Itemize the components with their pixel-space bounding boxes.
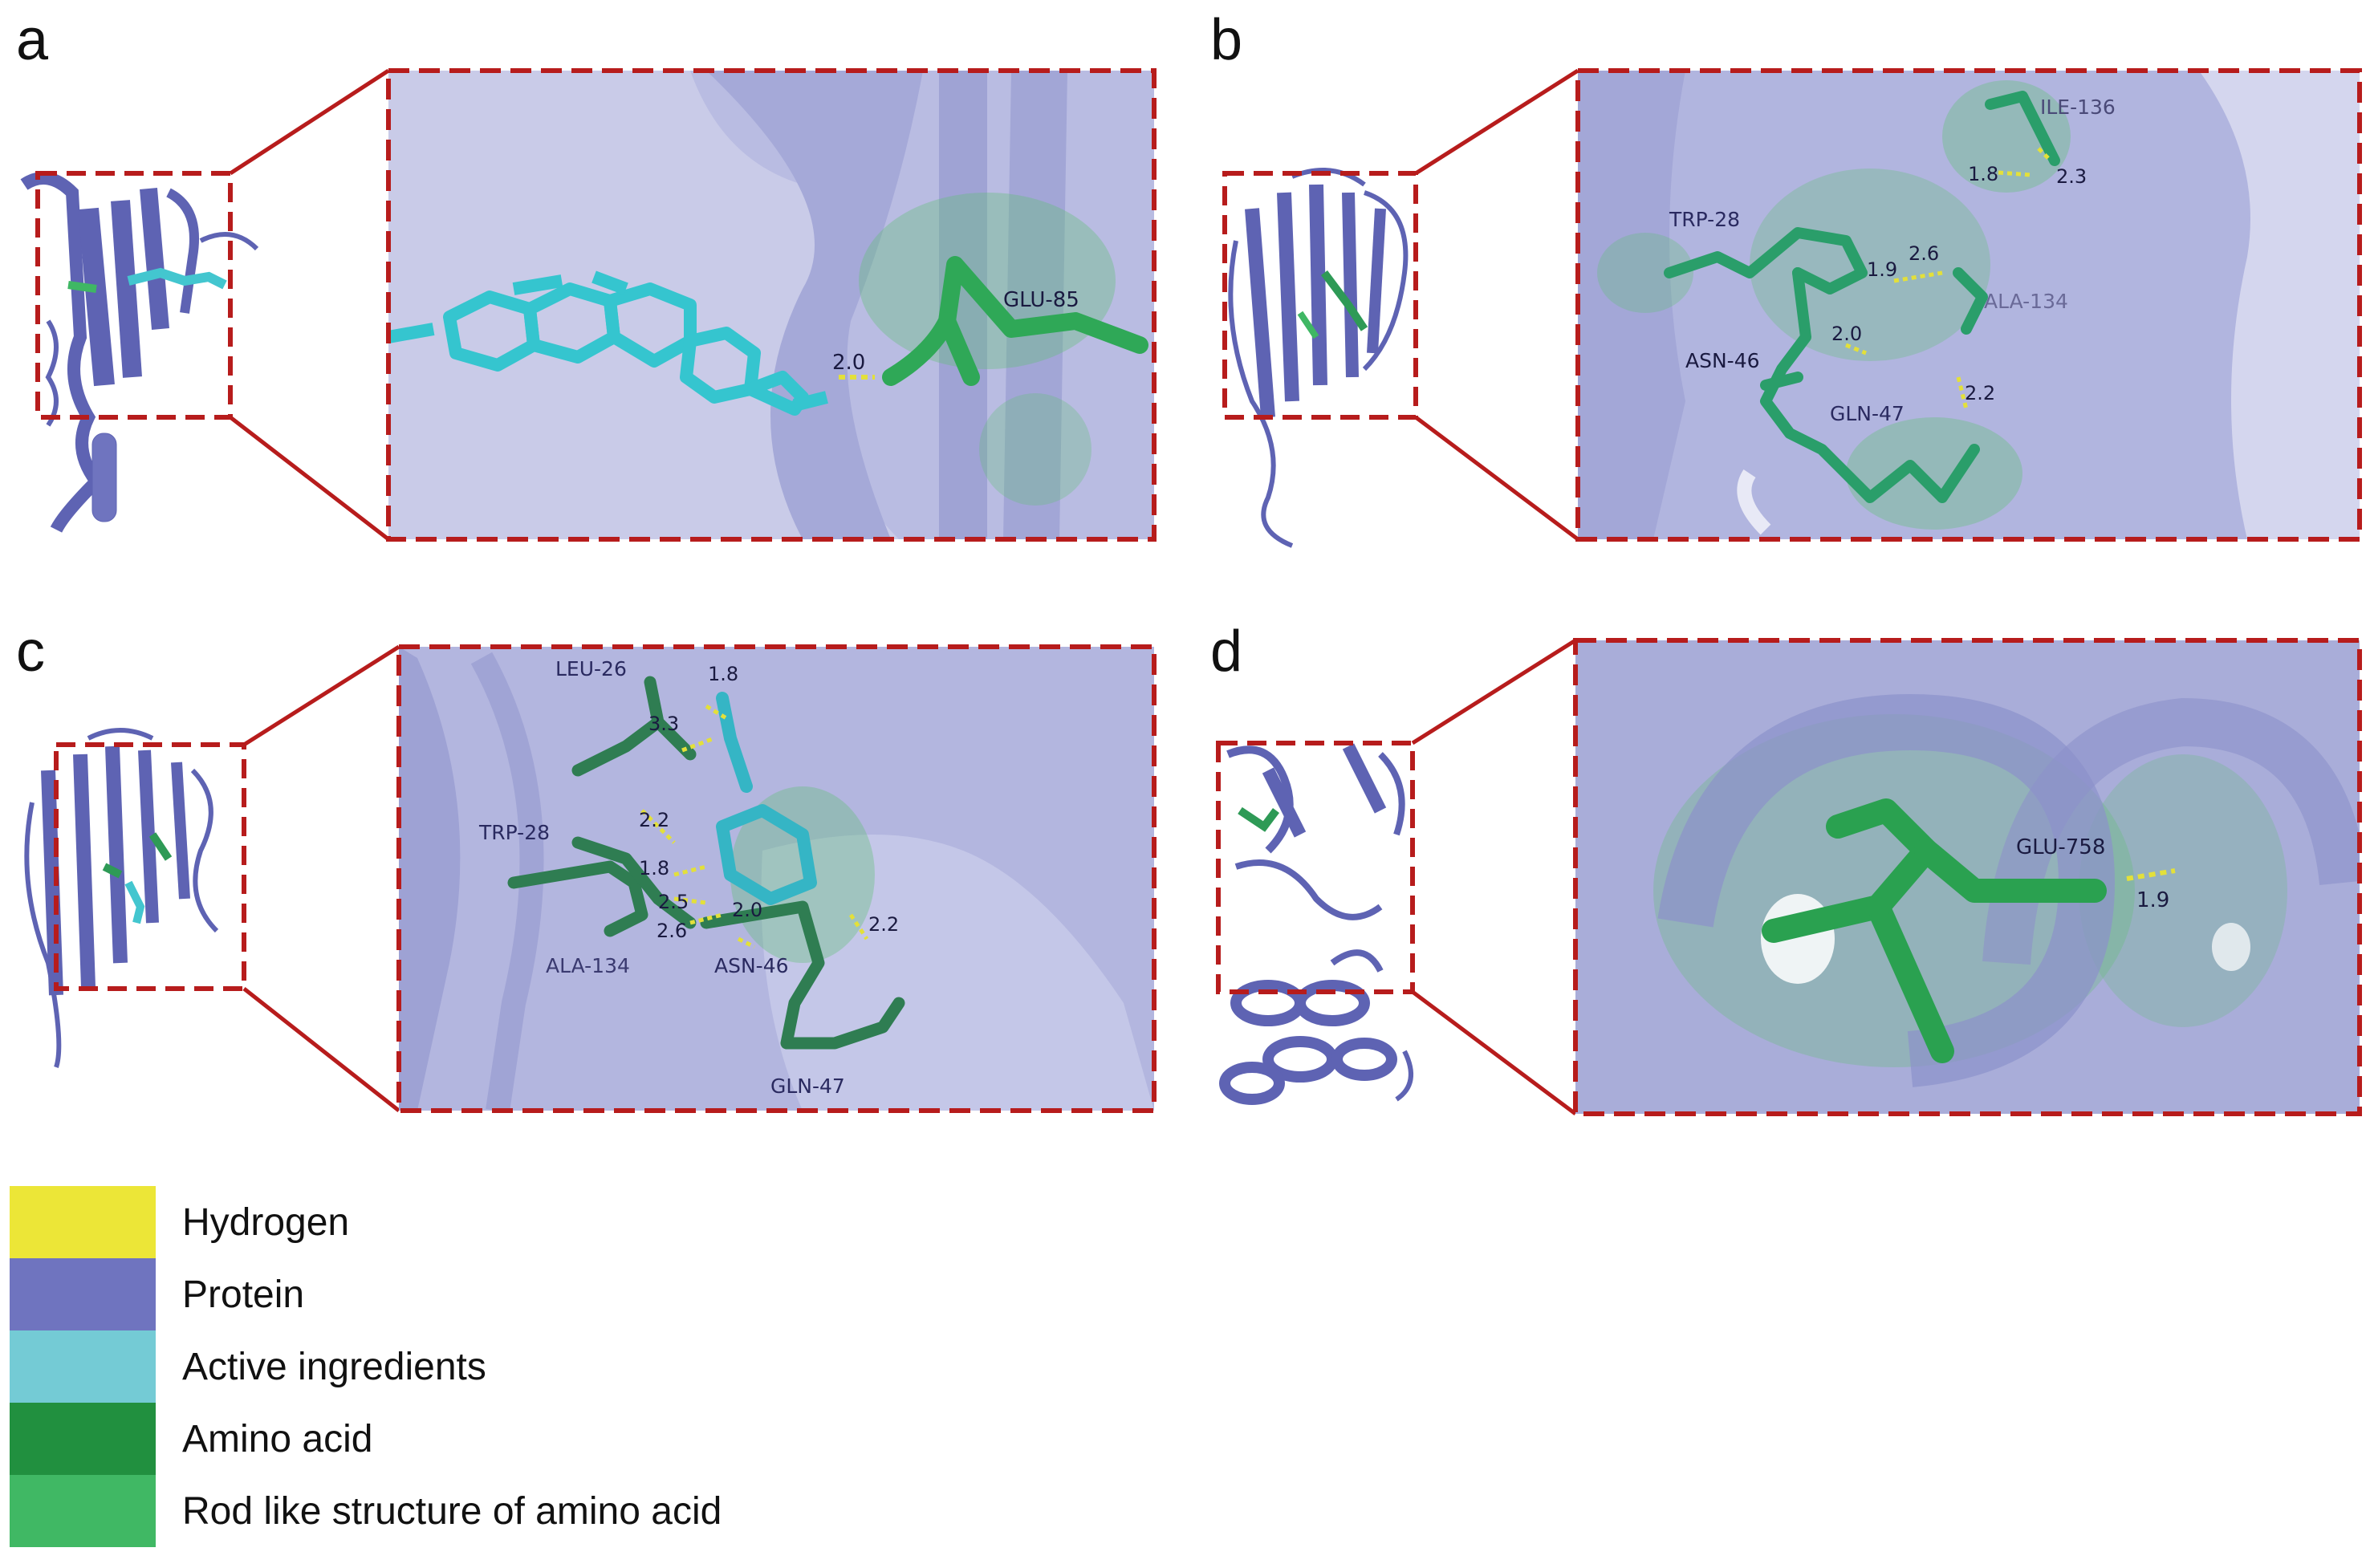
panel-c-connector-top xyxy=(242,644,400,747)
panel-a-zoom-frame xyxy=(386,68,1157,542)
panel-b-connector-top xyxy=(1414,68,1579,176)
panel-b-distance-4: 2.6 xyxy=(1909,242,1939,265)
panel-d-zoom xyxy=(1575,640,2360,1114)
legend-swatch-hydrogen xyxy=(10,1186,156,1258)
panel-a-residue xyxy=(882,256,1148,386)
panel-b-zoom xyxy=(1578,71,2360,539)
panel-d-connector-bottom xyxy=(1411,989,1577,1116)
panel-d-residue xyxy=(1762,798,2107,1063)
legend-label-active-ingredients: Active ingredients xyxy=(182,1346,486,1388)
panel-c-residue-label-asn46: ASN-46 xyxy=(714,954,789,977)
panel-b-inset-box xyxy=(1222,171,1418,420)
legend-item-rod-structure: Rod like structure of amino acid xyxy=(10,1475,732,1547)
panel-c-connector-bottom xyxy=(242,987,400,1112)
panel-c-residue-label-leu26: LEU-26 xyxy=(555,657,627,680)
panel-b-distance-2: 2.3 xyxy=(2056,165,2087,188)
panel-c-distance-1: 1.8 xyxy=(708,663,738,685)
panel-c-residues xyxy=(507,676,905,1050)
panel-d-distance: 1.9 xyxy=(2136,888,2169,912)
panel-c-distance-4: 1.8 xyxy=(639,857,669,879)
panel-b-residues xyxy=(1664,91,2060,503)
panel-b-residue-label-ala134: ALA-134 xyxy=(1984,290,2068,313)
panel-a-residue-label: GLU-85 xyxy=(1003,288,1079,312)
panel-b-zoom-frame xyxy=(1575,68,2362,542)
legend-label-protein: Protein xyxy=(182,1273,305,1316)
panel-a-inset-box xyxy=(35,171,233,420)
panel-b-residue-label-asn46: ASN-46 xyxy=(1685,349,1760,372)
panel-b-residue-label-ile136: ILE-136 xyxy=(2040,95,2116,119)
panel-b-residue-label-trp28: TRP-28 xyxy=(1669,208,1740,231)
panel-c-hbonds xyxy=(640,704,869,949)
legend-swatch-protein xyxy=(10,1258,156,1330)
panel-c-distance-8: 2.2 xyxy=(868,913,899,936)
panel-d: GLU-758 1.9 xyxy=(1216,638,2362,1116)
panel-d-overview-ligand xyxy=(1238,806,1279,832)
panel-c-letter: c xyxy=(16,619,45,684)
panel-c-distance-5: 2.5 xyxy=(658,891,689,913)
panel-a-ligand xyxy=(388,270,828,416)
panel-a: GLU-85 2.0 xyxy=(20,68,1157,542)
panel-b-residue-label-gln47: GLN-47 xyxy=(1830,402,1905,425)
panel-d-overview-protein xyxy=(1219,743,1413,1105)
panel-c-ligand xyxy=(716,692,817,905)
panel-d-inset-box xyxy=(1216,741,1415,994)
legend-label-amino-acid: Amino acid xyxy=(182,1418,373,1460)
panel-b-overview-protein xyxy=(1228,168,1409,548)
legend-item-protein: Protein xyxy=(10,1258,732,1330)
panel-a-letter: a xyxy=(16,8,49,72)
panel-a-zoom xyxy=(388,71,1154,539)
panel-c-distance-7: 2.0 xyxy=(732,899,762,921)
legend-item-active-ingredients: Active ingredients xyxy=(10,1330,732,1403)
panel-c-distance-6: 2.6 xyxy=(657,920,687,942)
panel-d-connector-top xyxy=(1411,638,1577,745)
panel-c-residue-label-gln47: GLN-47 xyxy=(770,1074,845,1098)
panel-c-distance-2: 3.3 xyxy=(648,713,679,735)
panel-c-zoom-frame xyxy=(396,644,1157,1113)
legend-swatch-rod-structure xyxy=(10,1475,156,1547)
legend-swatch-active-ingredients xyxy=(10,1330,156,1403)
legend-item-amino-acid: Amino acid xyxy=(10,1403,732,1475)
panel-c: LEU-26 TRP-28 ALA-134 ASN-46 GLN-47 1.8 … xyxy=(24,644,1157,1113)
panel-a-connector-bottom xyxy=(229,416,390,541)
panel-b-hbonds xyxy=(1845,147,2052,410)
panel-a-connector-top xyxy=(229,68,390,176)
panel-c-residue-label-ala134: ALA-134 xyxy=(546,954,630,977)
panel-b-letter: b xyxy=(1210,8,1243,72)
panel-a-overview-protein xyxy=(20,172,259,533)
panel-d-zoom-frame xyxy=(1573,638,2362,1116)
panel-b-distance-3: 1.9 xyxy=(1867,258,1897,281)
panel-c-inset-box xyxy=(54,742,246,991)
panel-b-connector-bottom xyxy=(1414,416,1579,541)
panel-d-residue-label: GLU-758 xyxy=(2016,835,2105,859)
panel-a-overview-ligand xyxy=(67,267,227,293)
panel-d-letter: d xyxy=(1210,619,1243,684)
panel-b-distance-1: 1.8 xyxy=(1968,163,1998,185)
panel-b-distance-5: 2.0 xyxy=(1831,323,1862,345)
panel-c-distance-3: 2.2 xyxy=(639,809,669,831)
legend-swatch-amino-acid xyxy=(10,1403,156,1475)
legend-label-rod-structure: Rod like structure of amino acid xyxy=(182,1490,722,1533)
panel-b: ILE-136 TRP-28 ALA-134 ASN-46 GLN-47 1.8… xyxy=(1222,68,2362,548)
panel-a-distance: 2.0 xyxy=(832,351,865,375)
panel-c-zoom xyxy=(399,647,1154,1111)
legend-item-hydrogen: Hydrogen xyxy=(10,1186,732,1258)
legend-label-hydrogen: Hydrogen xyxy=(182,1201,350,1244)
panel-c-overview-protein xyxy=(24,728,219,1068)
panel-c-residue-label-trp28: TRP-28 xyxy=(478,821,550,844)
panel-c-overview-ligand xyxy=(102,832,173,924)
panel-b-distance-6: 2.2 xyxy=(1965,382,1995,404)
panel-b-overview-ligand xyxy=(1297,270,1368,339)
